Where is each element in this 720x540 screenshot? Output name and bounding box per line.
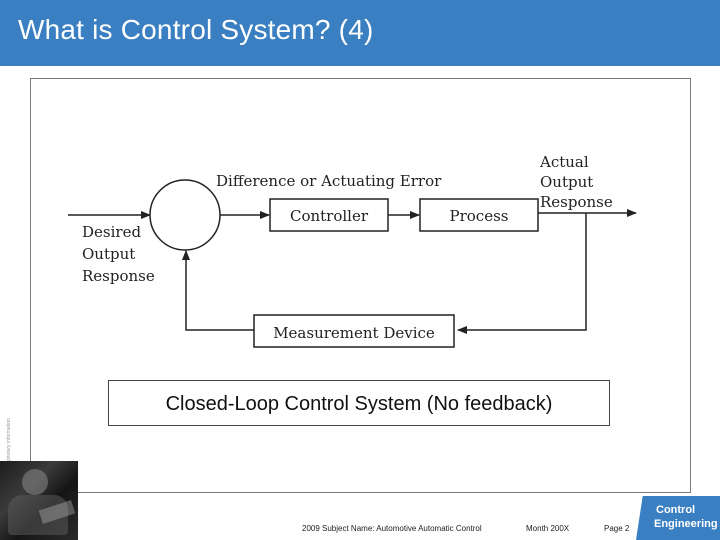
label-actual-2: Output <box>540 173 593 191</box>
controller-block <box>269 198 389 232</box>
label-process: Process <box>450 207 509 225</box>
caption-text: Closed-Loop Control System (No feedback) <box>165 393 553 415</box>
caption-box: Closed-Loop Control System (No feedback) <box>108 380 610 426</box>
logo-text-engineering: Engineering <box>654 518 718 530</box>
feedback-line <box>457 213 587 334</box>
label-actual-3: Response <box>540 193 613 211</box>
control-engineering-logo <box>636 496 720 540</box>
summing-junction <box>149 179 221 251</box>
block-diagram: Difference or Actuating Error Controller… <box>68 153 637 348</box>
process-block <box>419 198 539 232</box>
footer-subject: 2009 Subject Name: Automotive Automatic … <box>302 524 482 533</box>
label-difference: Difference or Actuating Error <box>216 172 442 190</box>
measurement-device-block <box>253 314 455 348</box>
label-controller: Controller <box>290 207 369 225</box>
mechanic-photo <box>0 461 78 540</box>
label-actual-1: Actual <box>539 153 589 171</box>
footer-month: Month 200X <box>526 524 570 533</box>
label-desired-3: Response <box>82 267 155 285</box>
photo-body-shape <box>8 495 68 535</box>
logo-text-control: Control <box>656 504 696 516</box>
footer-page: Page 2 <box>604 524 630 533</box>
feedback-return-arrow <box>182 250 254 331</box>
slide-title: What is Control System? (4) <box>18 14 374 45</box>
label-measurement: Measurement Device <box>273 324 435 342</box>
title-bar: What is Control System? (4) <box>0 0 720 66</box>
photo-head-shape <box>22 469 48 495</box>
label-desired-1: Desired <box>82 223 141 241</box>
label-desired-2: Output <box>82 245 135 263</box>
